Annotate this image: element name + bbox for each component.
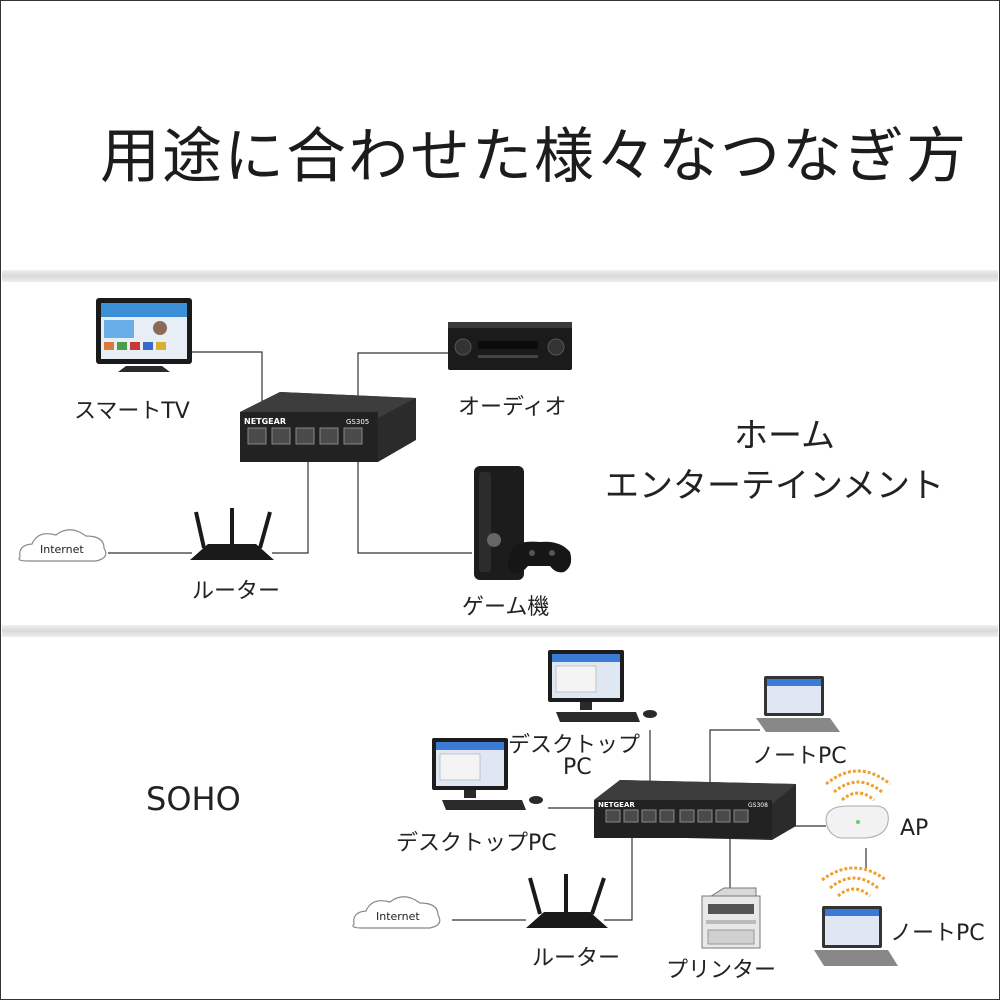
line-switch-router [604, 832, 633, 921]
printer-device [701, 887, 761, 949]
smart-tv-label: スマートTV [74, 399, 190, 424]
soho-heading: SOHO [146, 780, 241, 818]
soho-connection-lines [452, 729, 867, 921]
switch-gs308: NETGEAR GS308 [594, 780, 796, 840]
switch-gs308-brand: NETGEAR [598, 801, 635, 809]
router-soho-label: ルーター [532, 946, 621, 971]
notebook-pc-2-device [814, 866, 898, 966]
internet-cloud-home: Internet [18, 529, 107, 562]
internet-label-home: Internet [40, 543, 84, 556]
desktop-pc-2-label: デスクトップPC [396, 831, 557, 856]
router-home-label: ルーター [192, 579, 281, 604]
printer-label: プリンター [666, 958, 777, 983]
section-divider-bottom [2, 625, 998, 637]
ap-label: AP [900, 816, 929, 841]
desktop-pc-2-device [432, 738, 543, 810]
smart-tv-device [96, 298, 192, 372]
notebook-pc-1-label: ノートPC [752, 744, 847, 769]
internet-cloud-soho: Internet [352, 896, 441, 929]
audio-label: オーディオ [458, 395, 567, 420]
switch-gs305-brand: NETGEAR [244, 417, 286, 426]
internet-label-soho: Internet [376, 910, 420, 923]
wifi-waves-ap [825, 769, 891, 802]
game-console-label: ゲーム機 [462, 595, 550, 620]
home-heading-line2: エンターテインメント [605, 466, 944, 506]
home-heading-line1: ホーム [734, 416, 835, 456]
notebook-pc-2-label: ノートPC [890, 921, 985, 946]
line-tv-switch [190, 351, 263, 420]
wifi-waves-notebook [821, 866, 887, 898]
switch-gs305: NETGEAR GS305 [240, 392, 416, 462]
access-point-device [825, 769, 891, 839]
desktop-pc-1-label-line1: デスクトップ [508, 733, 641, 758]
switch-gs308-model: GS308 [748, 802, 768, 809]
home-connection-lines [108, 351, 472, 554]
router-home-device [190, 508, 274, 560]
desktop-pc-1-label-line2: PC [563, 755, 592, 780]
audio-receiver-device [448, 322, 572, 370]
line-notebook1-switch [709, 729, 760, 800]
router-soho-device [526, 874, 608, 928]
desktop-pc-1-device [548, 650, 657, 722]
page-title: 用途に合わせた様々なつなぎ方 [100, 122, 968, 192]
switch-gs305-model: GS305 [346, 418, 369, 426]
notebook-pc-1-device [756, 676, 840, 732]
game-console-device [474, 466, 572, 580]
line-switch-game [357, 462, 472, 554]
section-divider-top [2, 270, 998, 282]
line-switch-router [272, 462, 309, 554]
